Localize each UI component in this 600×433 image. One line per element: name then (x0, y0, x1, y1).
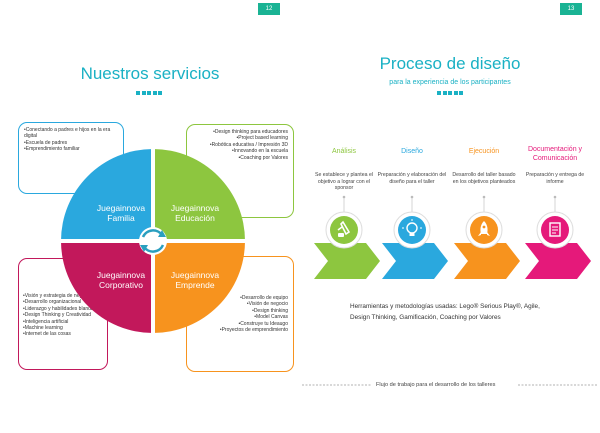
stage-connector-dot (410, 195, 414, 199)
stage-arrow (382, 243, 448, 279)
service-item: •Visión y estrategia de negocio (23, 293, 92, 299)
service-item: •Design Thinking y Creatividad (23, 312, 92, 319)
page-number: 12 (258, 3, 280, 15)
page-subtitle: para la experiencia de los participantes (389, 79, 511, 86)
service-item: •Project based learning (236, 135, 288, 142)
lightbulb-icon (402, 219, 422, 236)
page-title: Proceso de diseño (379, 54, 521, 73)
stage-connector-dot (482, 195, 486, 199)
stage-title: Ejecución (468, 148, 500, 155)
service-item: •Machine learning (23, 325, 63, 332)
stage-description: Preparación y entrega de informe (525, 172, 585, 185)
stage-arrow (314, 243, 380, 279)
service-item: •Desarrollo organizacional (23, 299, 82, 306)
page-title: Nuestros servicios (80, 64, 220, 83)
educacion-segment[interactable] (153, 149, 245, 241)
service-item: •Emprendimiento familiar (24, 146, 80, 153)
stage-title: Análisis (331, 148, 357, 155)
left-page: 12 Nuestros servicios •Conectando a padr… (18, 3, 294, 372)
service-item: •Construye tu Ideaugo (238, 320, 288, 327)
document-icon (549, 222, 561, 237)
service-item: •Escuela de padres (24, 139, 68, 146)
service-item: •Design thinking (252, 307, 288, 314)
service-item: •Robótica educativa / Impresión 3D (209, 141, 288, 148)
stage-title: Diseño (401, 148, 423, 155)
stage-connector-dot (342, 195, 346, 199)
stage-title: Documentación y Comunicación (527, 146, 583, 162)
stage-icon-circle (398, 216, 426, 244)
title-underline-dots (437, 91, 463, 95)
stage-arrow (454, 243, 520, 279)
cycle-arrows-icon (139, 227, 167, 255)
stage-connector-dot (553, 195, 557, 199)
process-flow-graphic (314, 195, 591, 279)
service-item: •Design thinking para educadores (213, 129, 288, 135)
service-item: •Conectando a padres e hijos en la era d… (24, 127, 111, 140)
service-item: •Model Canvas (254, 314, 288, 321)
familia-segment[interactable] (61, 149, 153, 241)
service-item: •Proyectos de emprendimiento (219, 327, 288, 334)
services-wheel (58, 146, 248, 336)
tools-text: Herramientas y metodologías usadas: Lego… (350, 303, 540, 321)
workflow-caption: Flujo de trabajo para el desarrollo de l… (376, 382, 496, 388)
page-number: 13 (560, 3, 582, 15)
title-underline-dots (136, 91, 162, 95)
stage-arrow (525, 243, 591, 279)
stage-description: Preparación y elaboración del diseño par… (377, 172, 447, 185)
corporativo-segment[interactable] (61, 241, 153, 333)
service-item: •Internet de las cosas (23, 331, 71, 338)
emprende-segment[interactable] (153, 241, 245, 333)
hand-pointer-icon (337, 220, 351, 237)
stage-description: Se establece y plantea el objetivo a log… (315, 172, 373, 192)
service-item: •Inteligencia artificial (23, 318, 69, 325)
service-item: •Coaching por Valores (238, 154, 288, 161)
service-item: •Visión de negocio (246, 301, 288, 308)
service-item: •Desarrollo de equipo (240, 295, 288, 301)
familia-services-box: •Conectando a padres e hijos en la era d… (18, 122, 124, 194)
service-item: •Innovando en la escuela (232, 148, 288, 155)
stage-description: Desarrollo del taller basado en los obje… (452, 172, 516, 185)
rocket-icon (478, 221, 490, 236)
right-page: 13 Proceso de diseño para la experiencia… (300, 0, 600, 433)
service-item: •Liderazgo y habilidades blandas (23, 305, 97, 312)
caption-divider (302, 384, 598, 386)
